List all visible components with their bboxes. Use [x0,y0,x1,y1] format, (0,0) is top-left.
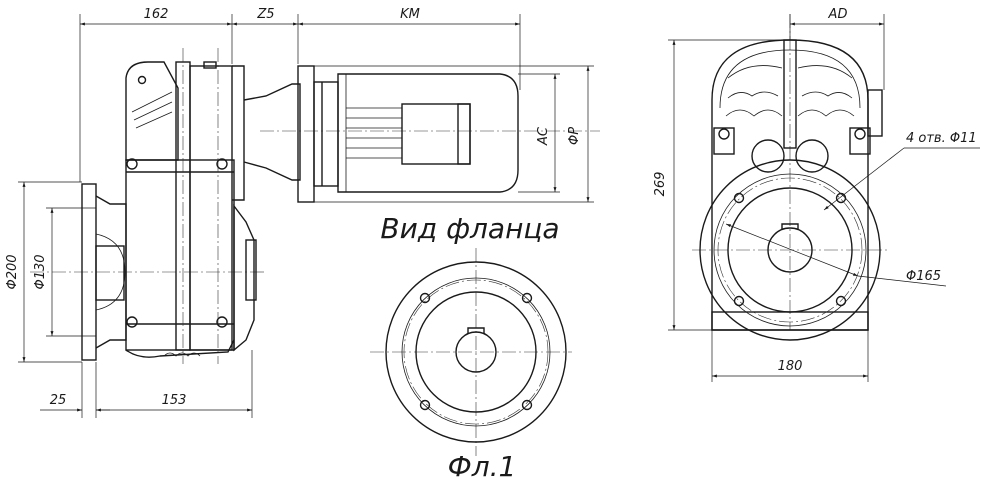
flange-view: Вид фланца Фл.1 [370,212,572,483]
dim-z5: Z5 [256,7,274,22]
side-view-dimensions: 162 Z5 KM AC ΦP Φ200 Φ130 25 153 [5,7,594,418]
dim-ad: AD [828,7,848,22]
dim-269: 269 [653,172,668,197]
dim-153: 153 [162,393,187,408]
dim-holes: 4 отв. Φ11 [906,131,977,146]
front-view-dimensions: AD 269 180 4 отв. Φ11 Φ165 [653,7,980,382]
dim-162: 162 [144,7,169,22]
front-view [692,14,890,341]
flange-name: Фл.1 [448,450,517,483]
dim-ac: AC [536,126,551,146]
dim-km: KM [400,7,420,22]
dim-200: Φ200 [5,254,20,289]
side-view [30,48,600,364]
flange-view-title: Вид фланца [380,212,559,245]
dim-130: Φ130 [33,254,48,289]
dim-p: ΦP [567,127,582,145]
dim-25: 25 [50,393,67,408]
dim-165: Φ165 [906,269,941,284]
dim-180: 180 [778,359,803,374]
